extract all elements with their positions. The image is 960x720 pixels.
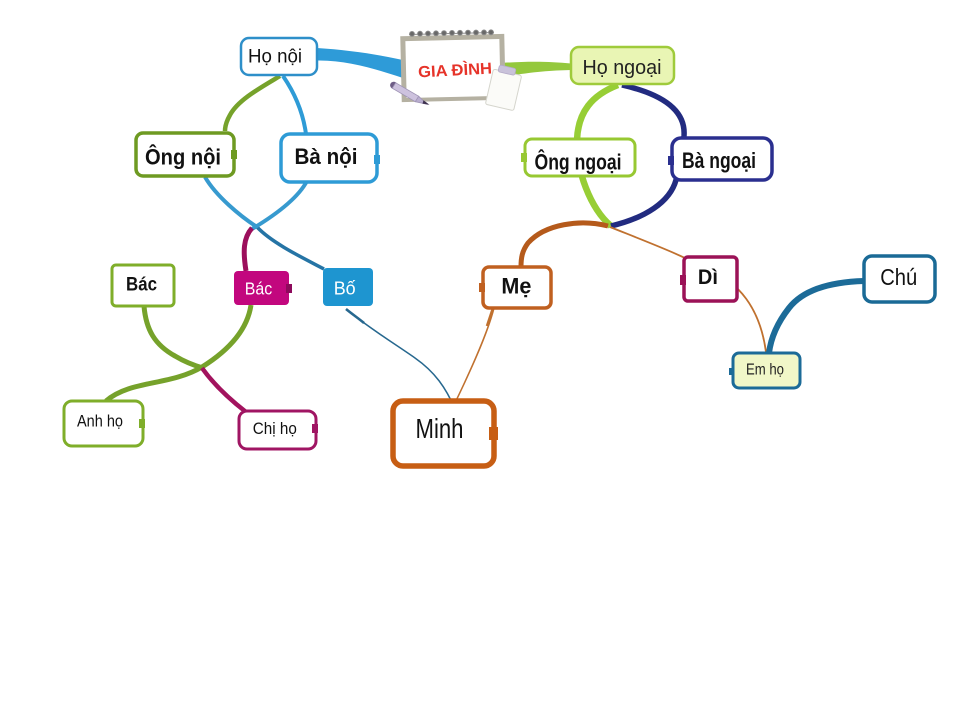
svg-text:Chị họ: Chị họ bbox=[253, 419, 297, 438]
svg-text:Ông ngoại: Ông ngoại bbox=[535, 149, 622, 174]
svg-text:Dì: Dì bbox=[698, 266, 718, 289]
svg-text:Họ nội: Họ nội bbox=[248, 46, 302, 67]
svg-text:Chú: Chú bbox=[880, 264, 917, 290]
svg-text:Ông nội: Ông nội bbox=[145, 144, 221, 169]
svg-text:Bà ngoại: Bà ngoại bbox=[682, 148, 756, 173]
svg-text:Anh họ: Anh họ bbox=[77, 412, 123, 431]
svg-text:Bà nội: Bà nội bbox=[295, 144, 358, 169]
svg-text:GIA ĐÌNH: GIA ĐÌNH bbox=[418, 59, 493, 82]
svg-text:Bác: Bác bbox=[126, 274, 157, 295]
svg-text:Em họ: Em họ bbox=[746, 361, 784, 378]
svg-text:Minh: Minh bbox=[416, 413, 464, 444]
svg-text:Mẹ: Mẹ bbox=[501, 274, 531, 299]
svg-text:Bố: Bố bbox=[334, 278, 356, 298]
svg-text:Bác: Bác bbox=[245, 278, 273, 298]
svg-text:Họ ngoại: Họ ngoại bbox=[583, 56, 662, 79]
